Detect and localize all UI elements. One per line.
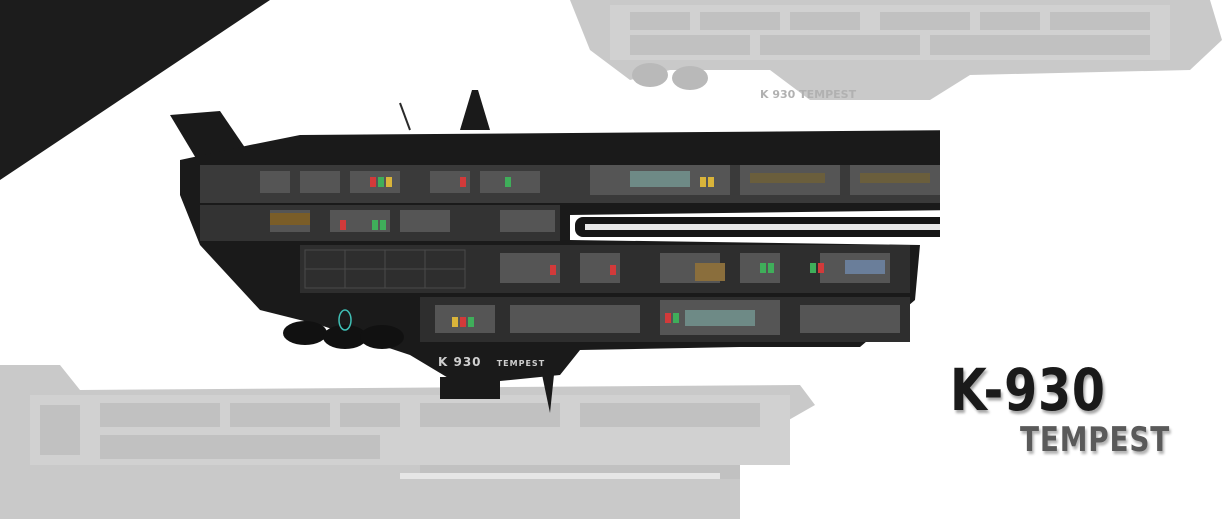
title-sub: TEMPEST <box>1020 420 1171 460</box>
ghost-ship-top: K 930 TEMPEST <box>570 0 1222 101</box>
hull-subtext: TEMPEST <box>496 359 546 368</box>
title-main: K-930 <box>950 356 1106 424</box>
ghost-ship-bottom <box>0 365 815 519</box>
teleporter <box>338 309 352 331</box>
bottom-fin <box>540 365 555 413</box>
ship-title: K-930 TEMPEST <box>950 358 1190 478</box>
svg-text:K 930 TEMPEST: K 930 TEMPEST <box>760 88 857 101</box>
mast <box>460 90 490 130</box>
hull-marking: K 930 TEMPEST <box>438 355 546 369</box>
ship-k930 <box>170 90 940 413</box>
corridor-light <box>585 224 940 230</box>
